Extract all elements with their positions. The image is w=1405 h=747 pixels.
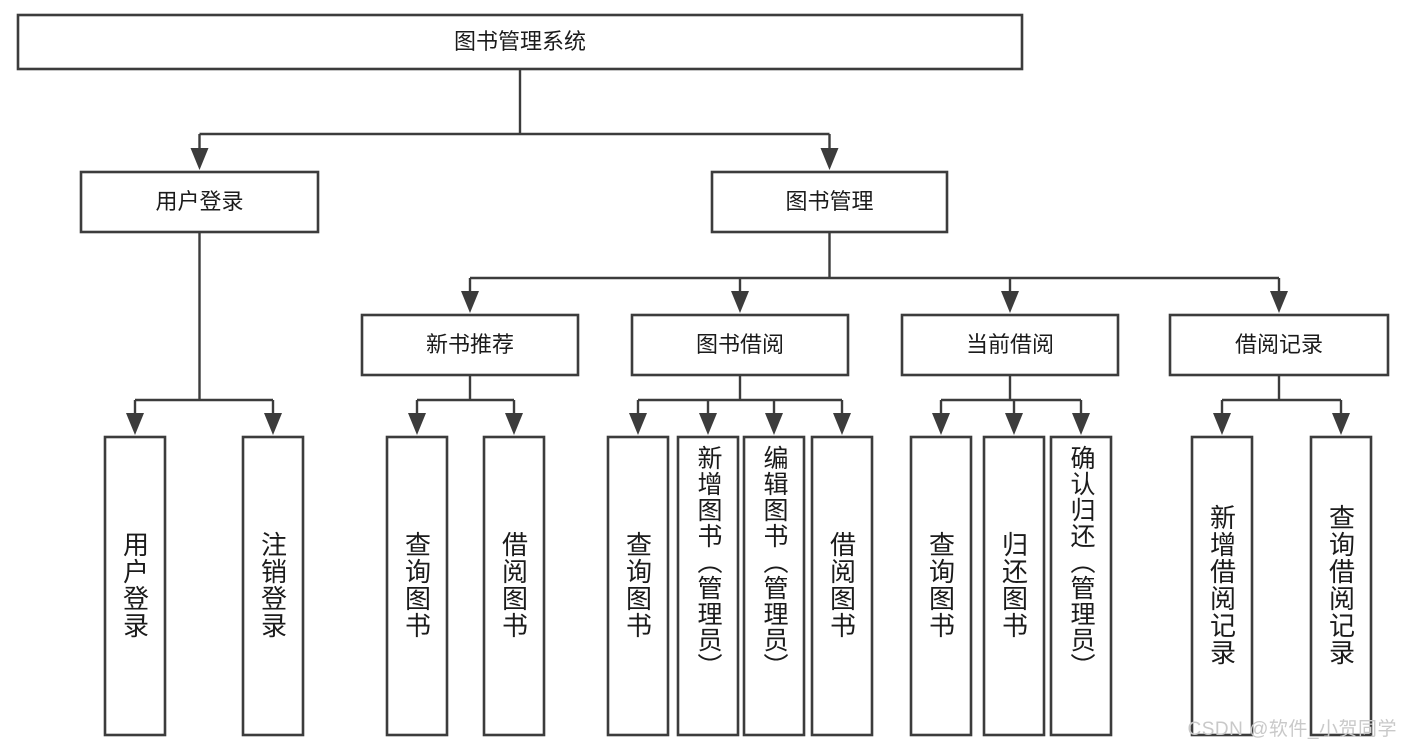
arrow-head-icon	[932, 413, 950, 435]
node-box-leaf-user-logout[interactable]	[241, 435, 305, 737]
node-box-leaf-edit-book[interactable]	[742, 435, 806, 737]
node-label-book-borrow: 图书借阅	[696, 332, 784, 357]
arrow-head-icon	[505, 413, 523, 435]
node-box-leaf-query-book-1[interactable]	[385, 435, 449, 737]
arrow-head-icon	[820, 148, 839, 170]
connector-layer	[126, 69, 1350, 435]
node-box-current-borrow[interactable]	[900, 313, 1120, 377]
node-box-borrow-record[interactable]	[1168, 313, 1390, 377]
node-box-leaf-borrow-book-2[interactable]	[810, 435, 874, 737]
node-box-leaf-confirm-return[interactable]	[1049, 435, 1113, 737]
node-box-leaf-query-book-3[interactable]	[909, 435, 973, 737]
node-box-leaf-user-login[interactable]	[103, 435, 167, 737]
node-box-layer	[16, 13, 1390, 737]
node-box-leaf-add-book[interactable]	[676, 435, 740, 737]
arrow-head-icon	[1213, 413, 1231, 435]
node-box-book-borrow[interactable]	[630, 313, 850, 377]
arrow-head-icon	[1005, 413, 1023, 435]
node-box-leaf-borrow-book-1[interactable]	[482, 435, 546, 737]
arrow-head-icon	[629, 413, 647, 435]
arrow-head-icon	[126, 413, 144, 435]
node-label-borrow-record: 借阅记录	[1235, 332, 1323, 357]
node-box-root[interactable]	[16, 13, 1024, 71]
node-label-root: 图书管理系统	[454, 29, 586, 54]
arrow-head-icon	[461, 291, 479, 313]
arrow-head-icon	[699, 413, 717, 435]
node-box-user-login[interactable]	[79, 170, 320, 234]
arrow-head-icon	[731, 291, 749, 313]
arrow-head-icon	[1332, 413, 1350, 435]
node-label-new-book-recommend: 新书推荐	[426, 332, 514, 357]
node-label-current-borrow: 当前借阅	[966, 332, 1054, 357]
arrow-head-icon	[408, 413, 426, 435]
node-label-user-login: 用户登录	[155, 189, 243, 214]
node-box-new-book-recommend[interactable]	[360, 313, 580, 377]
arrow-head-icon	[833, 413, 851, 435]
arrow-head-icon	[1001, 291, 1019, 313]
arrow-head-icon	[765, 413, 783, 435]
arrow-head-icon	[1072, 413, 1090, 435]
arrow-head-icon	[190, 148, 209, 170]
arrow-head-icon	[1270, 291, 1288, 313]
node-box-leaf-add-record[interactable]	[1190, 435, 1254, 737]
watermark-text: CSDN @软件_小贺同学	[1187, 719, 1397, 740]
node-box-leaf-return-book[interactable]	[982, 435, 1046, 737]
arrow-head-icon	[264, 413, 282, 435]
node-box-leaf-query-record[interactable]	[1309, 435, 1373, 737]
node-label-book-manage: 图书管理	[785, 189, 873, 214]
node-box-leaf-query-book-2[interactable]	[606, 435, 670, 737]
node-box-book-manage[interactable]	[710, 170, 949, 234]
